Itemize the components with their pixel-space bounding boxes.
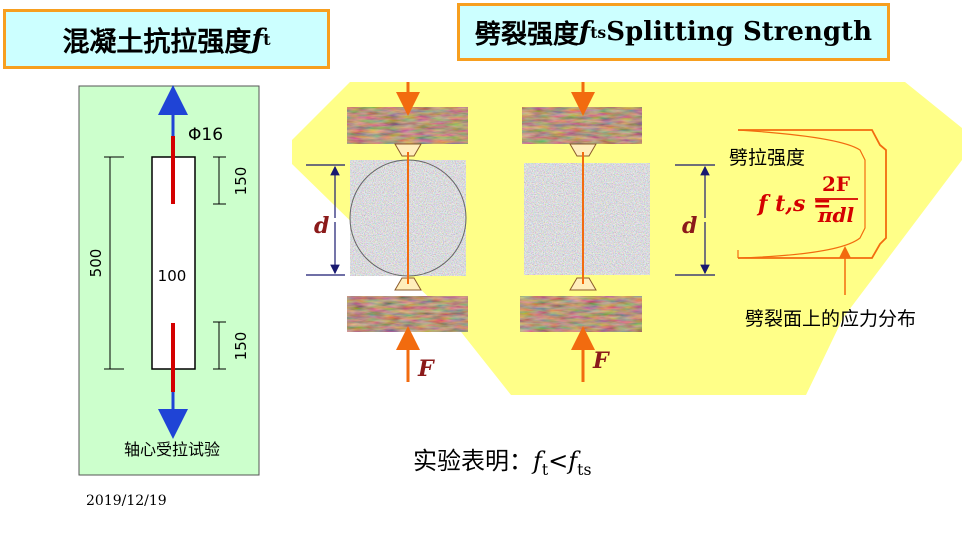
bearing-strip-top-2 (569, 143, 597, 157)
formula-numerator: 2F (822, 172, 850, 196)
load-label-1: F (417, 356, 435, 382)
title-right-text: 劈裂强度 (475, 19, 580, 50)
formula-denominator: πdl (817, 203, 855, 227)
rebar-diameter-label: Φ16 (188, 125, 223, 145)
title-right-english: Splitting Strength (606, 17, 872, 47)
title-left-text: 混凝土抗拉强度 (62, 26, 252, 58)
diameter-label-2: d (682, 213, 697, 239)
dim-top-label: 150 (232, 167, 250, 196)
axial-test-caption: 轴心受拉试验 (124, 440, 220, 459)
formula-lhs: f t,s = (756, 191, 831, 217)
platen-top-2 (521, 106, 643, 145)
stress-distribution-curve (738, 129, 887, 259)
conclusion-lhs-sub: t (541, 460, 549, 479)
specimen-width-label: 100 (158, 267, 187, 285)
dim-total-label: 500 (87, 249, 105, 278)
title-right-symbol: f (579, 17, 591, 47)
title-right-subscript: ts (590, 22, 607, 42)
title-left-subscript: t (263, 29, 271, 49)
platen-bottom-1 (346, 295, 469, 333)
dim-bottom-label: 150 (232, 332, 250, 361)
stress-title: 劈拉强度 (729, 147, 805, 169)
bearing-strip-top-1 (394, 143, 422, 157)
stress-caption: 劈裂面上的应力分布 (745, 308, 916, 330)
conclusion-rhs-sub: ts (577, 460, 592, 479)
load-label-2: F (592, 348, 610, 374)
conclusion-f2: f (568, 447, 578, 475)
platen-top-1 (346, 106, 469, 145)
diameter-label-1: d (314, 213, 329, 239)
platen-bottom-2 (519, 295, 643, 333)
title-left-symbol: f (251, 23, 264, 55)
conclusion-f1: f (533, 447, 542, 475)
slide-date: 2019/12/19 (86, 493, 167, 509)
conclusion-text: 实验表明：ft<fts (413, 441, 591, 479)
cube-specimen (524, 163, 650, 275)
conclusion-operator: < (548, 447, 569, 475)
stress-distribution-inner (737, 129, 866, 259)
conclusion-prefix: 实验表明： (413, 447, 533, 475)
